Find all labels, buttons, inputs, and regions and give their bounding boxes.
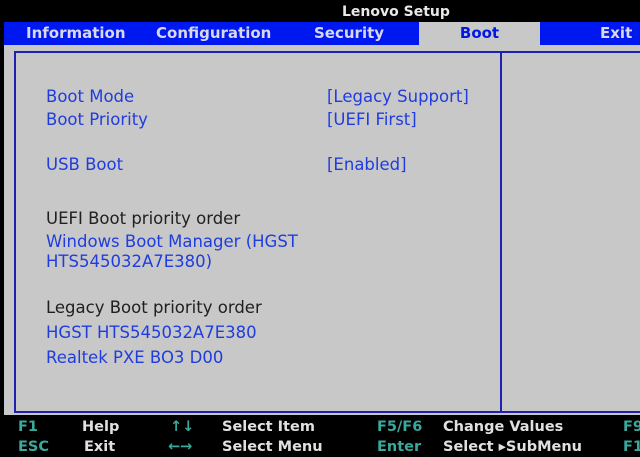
boot-panel: Boot Mode [Legacy Support] Boot Priority… bbox=[4, 45, 640, 415]
legacy-boot-item[interactable]: HGST HTS545032A7E380 bbox=[46, 323, 257, 342]
boot-priority-label[interactable]: Boot Priority bbox=[46, 110, 148, 129]
tab-exit[interactable]: Exit bbox=[600, 24, 633, 42]
usb-boot-value[interactable]: [Enabled] bbox=[327, 155, 407, 174]
key-enter: Enter bbox=[377, 439, 422, 455]
boot-priority-value[interactable]: [UEFI First] bbox=[327, 110, 417, 129]
key-f9: F9 bbox=[623, 419, 640, 435]
menu-tabs: Information Configuration Security Boot … bbox=[4, 22, 640, 45]
key-f5f6: F5/F6 bbox=[377, 419, 423, 435]
key-up-down-desc: Select Item bbox=[222, 419, 315, 435]
legacy-order-heading: Legacy Boot priority order bbox=[46, 298, 262, 317]
key-legend: F1 Help ↑↓ Select Item F5/F6 Change Valu… bbox=[0, 415, 640, 457]
key-f10: F10 bbox=[623, 439, 640, 455]
key-esc-desc: Exit bbox=[84, 439, 116, 455]
key-left-right: ←→ bbox=[168, 439, 193, 455]
legacy-boot-item[interactable]: Realtek PXE BO3 D00 bbox=[46, 348, 224, 367]
tab-security[interactable]: Security bbox=[314, 24, 385, 42]
usb-boot-label[interactable]: USB Boot bbox=[46, 155, 124, 174]
key-left-right-desc: Select Menu bbox=[222, 439, 323, 455]
help-box bbox=[500, 51, 640, 413]
key-esc: ESC bbox=[18, 439, 49, 455]
key-f1-desc: Help bbox=[82, 419, 120, 435]
app-title: Lenovo Setup bbox=[342, 4, 450, 20]
title-bar: Lenovo Setup bbox=[0, 0, 640, 22]
key-enter-desc: Select ▸SubMenu bbox=[443, 439, 582, 455]
key-f5f6-desc: Change Values bbox=[443, 419, 564, 435]
tab-boot[interactable]: Boot bbox=[419, 22, 540, 45]
boot-mode-value[interactable]: [Legacy Support] bbox=[327, 87, 469, 106]
uefi-order-heading: UEFI Boot priority order bbox=[46, 209, 241, 228]
uefi-boot-item[interactable]: Windows Boot Manager (HGST bbox=[46, 232, 298, 251]
key-f1: F1 bbox=[18, 419, 38, 435]
tab-information[interactable]: Information bbox=[26, 24, 126, 42]
boot-mode-label[interactable]: Boot Mode bbox=[46, 87, 135, 106]
settings-box: Boot Mode [Legacy Support] Boot Priority… bbox=[14, 51, 502, 413]
tab-configuration[interactable]: Configuration bbox=[156, 24, 272, 42]
uefi-boot-item-cont[interactable]: HTS545032A7E380) bbox=[46, 252, 213, 271]
key-up-down: ↑↓ bbox=[170, 419, 195, 435]
